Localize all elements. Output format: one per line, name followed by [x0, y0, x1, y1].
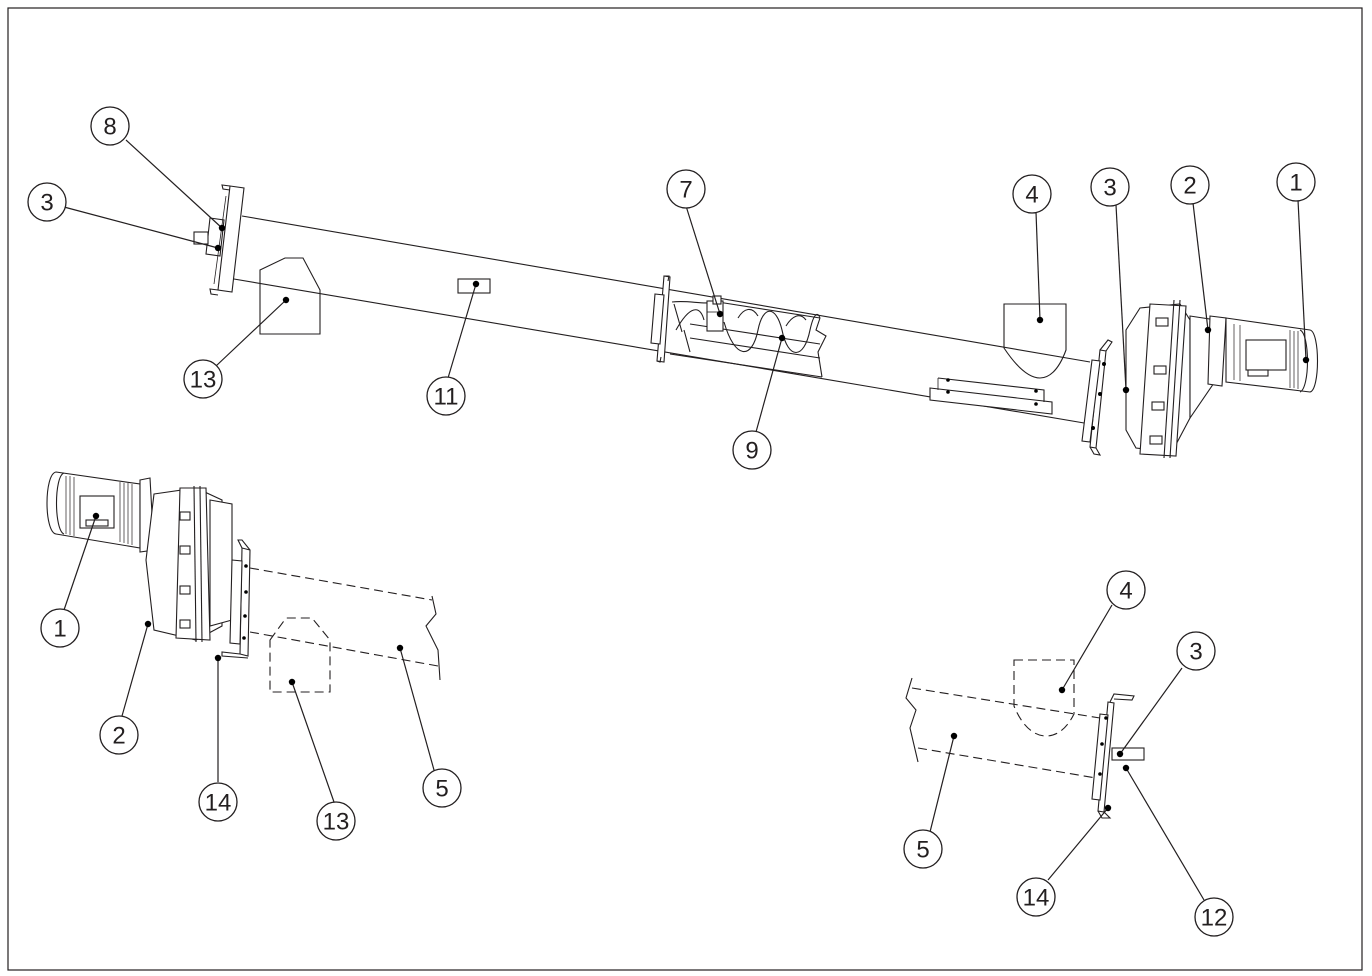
callout-main-1: 1: [1276, 162, 1316, 202]
right-end-flange: [1081, 339, 1113, 456]
svg-text:7: 7: [679, 177, 692, 204]
callout-tail-5: 5: [903, 829, 943, 869]
callout-main-3-left: 3: [27, 182, 67, 222]
callout-tail-4: 4: [1106, 570, 1146, 610]
tail-leaders: [929, 604, 1205, 901]
callout-main-3-right: 3: [1090, 167, 1130, 207]
svg-text:3: 3: [40, 190, 53, 217]
svg-text:1: 1: [53, 616, 66, 643]
callout-drive-5: 5: [422, 768, 462, 808]
svg-text:3: 3: [1103, 175, 1116, 202]
svg-text:9: 9: [745, 438, 758, 465]
intermediate-flange: [650, 275, 671, 363]
svg-text:14: 14: [205, 790, 232, 817]
inlet-spout-dashed: [269, 617, 331, 693]
svg-text:1: 1: [1289, 170, 1302, 197]
support-foot: [929, 377, 1053, 415]
svg-text:13: 13: [323, 809, 350, 836]
gearbox-detail: [145, 485, 233, 643]
callout-tail-12: 12: [1194, 897, 1234, 937]
callout-tail-14: 14: [1016, 877, 1056, 917]
left-end-flange: [193, 184, 245, 296]
svg-text:2: 2: [112, 723, 125, 750]
callout-main-2: 2: [1170, 165, 1210, 205]
drawing-frame: [7, 7, 1363, 971]
main-conveyor-view: [63, 139, 1318, 459]
callout-main-9: 9: [732, 430, 772, 470]
callout-main-11: 11: [426, 376, 466, 416]
main-leaders: [63, 139, 1310, 433]
break-line: [425, 595, 441, 681]
trough-bottom-dashed: [249, 631, 439, 667]
svg-text:3: 3: [1189, 639, 1202, 666]
drive-flange-detail: [221, 539, 251, 659]
tail-trough-bottom-dashed: [917, 747, 1097, 779]
callout-main-4: 4: [1012, 174, 1052, 214]
svg-text:14: 14: [1023, 885, 1050, 912]
callout-drive-13: 13: [316, 801, 356, 841]
trough-top-dashed: [249, 567, 433, 601]
gearbox: [1125, 299, 1227, 459]
callout-drive-1: 1: [40, 608, 80, 648]
svg-text:5: 5: [435, 776, 448, 803]
tail-trough-top-dashed: [911, 687, 1101, 719]
svg-text:4: 4: [1025, 182, 1038, 209]
svg-text:2: 2: [1183, 173, 1196, 200]
svg-text:8: 8: [103, 114, 116, 141]
inspection-plate: [457, 278, 491, 294]
tail-discharge-dashed: [1013, 659, 1075, 737]
callout-tail-3: 3: [1176, 631, 1216, 671]
callout-drive-14: 14: [198, 782, 238, 822]
drive-motor: [1225, 317, 1318, 393]
svg-text:11: 11: [434, 384, 459, 411]
drive-end-detail-view: [46, 471, 441, 803]
callout-main-7: 7: [666, 169, 706, 209]
inlet-spout: [259, 257, 321, 335]
callout-main-8: 8: [90, 106, 130, 146]
drive-leaders: [63, 512, 435, 803]
svg-text:5: 5: [916, 837, 929, 864]
discharge-spout: [1003, 303, 1067, 379]
callout-main-13: 13: [183, 359, 223, 399]
svg-text:12: 12: [1201, 905, 1228, 932]
screw-cutaway: [669, 295, 827, 378]
svg-text:13: 13: [190, 367, 217, 394]
drive-motor-detail: [46, 471, 155, 553]
callout-bubbles: 8 3 7 4 3 2 1 13 11 9 1 2 14 13 5 4 3 5 …: [27, 106, 1316, 937]
tail-end-detail-view: [905, 604, 1205, 901]
tail-break-line: [905, 677, 919, 763]
svg-text:4: 4: [1119, 578, 1132, 605]
callout-drive-2: 2: [99, 715, 139, 755]
